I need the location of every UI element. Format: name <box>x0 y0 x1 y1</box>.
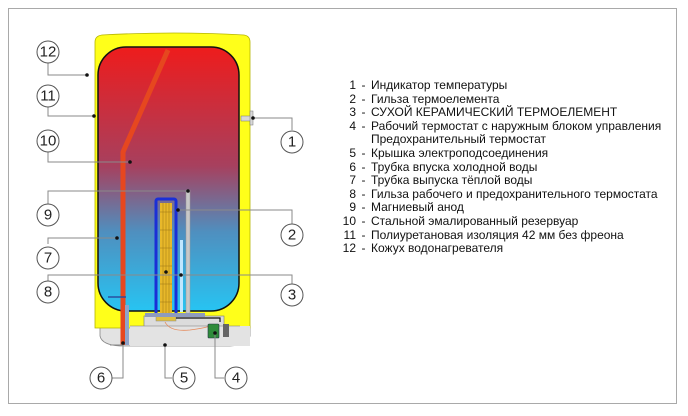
legend-item-7: 7-Трубка выпуска тёплой воды <box>349 173 533 188</box>
callout-8: 8 <box>36 280 60 304</box>
legend-item-4-continuation: Предохранительный термостат <box>371 132 547 147</box>
svg-text:9: 9 <box>44 207 52 224</box>
legend-item-4: 4-Рабочий термостат с наружным блоком уп… <box>349 118 662 133</box>
svg-text:10: 10 <box>40 133 57 150</box>
svg-text:2: 2 <box>288 227 296 244</box>
callout-7: 7 <box>36 246 60 270</box>
svg-text:12: 12 <box>40 44 57 61</box>
legend: 1-Индикатор температуры 2-Гильза термоел… <box>334 78 662 256</box>
callout-6: 6 <box>89 366 113 390</box>
callout-1: 1 <box>280 130 304 154</box>
legend-item-8: 8-Гильза рабочего и предохранительного т… <box>349 186 658 201</box>
safety-thermostat <box>223 324 229 337</box>
svg-text:8: 8 <box>44 284 52 301</box>
leader-lines <box>47 62 293 379</box>
legend-item-11: 11-Полиуретановая изоляция 42 мм без фре… <box>343 227 624 242</box>
svg-text:11: 11 <box>40 88 56 105</box>
callout-3: 3 <box>280 283 304 307</box>
svg-text:3: 3 <box>288 287 296 304</box>
magnesium-anode <box>185 189 191 315</box>
leader-dots <box>85 73 255 347</box>
svg-text:4: 4 <box>232 370 240 387</box>
legend-item-9: 9-Магниевый анод <box>349 200 464 215</box>
callout-12: 12 <box>36 40 60 64</box>
legend-item-6: 6-Трубка впуска холодной воды <box>349 159 538 174</box>
svg-text:7: 7 <box>44 250 52 267</box>
cold-water-pipe <box>125 305 129 345</box>
callout-11: 11 <box>36 84 60 108</box>
legend-item-10: 10-Стальной эмалированный резервуар <box>342 213 579 228</box>
callout-4: 4 <box>224 366 248 390</box>
temperature-indicator <box>240 115 252 122</box>
working-thermostat <box>207 323 220 339</box>
element-grid <box>160 203 172 313</box>
svg-text:1: 1 <box>288 134 296 151</box>
legend-item-1: 1-Индикатор температуры <box>349 78 508 92</box>
callout-9: 9 <box>36 203 60 227</box>
legend-item-3: 3-СУХОЙ КЕРАМИЧЕСКИЙ ТЕРМОЕЛЕМЕНТ <box>349 105 618 120</box>
legend-item-5: 5-Крышка электроподсоединения <box>349 145 549 160</box>
callout-2: 2 <box>280 223 304 247</box>
legend-item-12: 12-Кожух водонагревателя <box>342 241 504 256</box>
callout-5: 5 <box>172 366 196 390</box>
hot-water-pipe <box>120 48 171 345</box>
callout-10: 10 <box>36 129 60 153</box>
svg-text:6: 6 <box>97 370 105 387</box>
svg-text:5: 5 <box>180 370 188 387</box>
legend-item-2: 2-Гильза термоелемента <box>349 91 500 106</box>
